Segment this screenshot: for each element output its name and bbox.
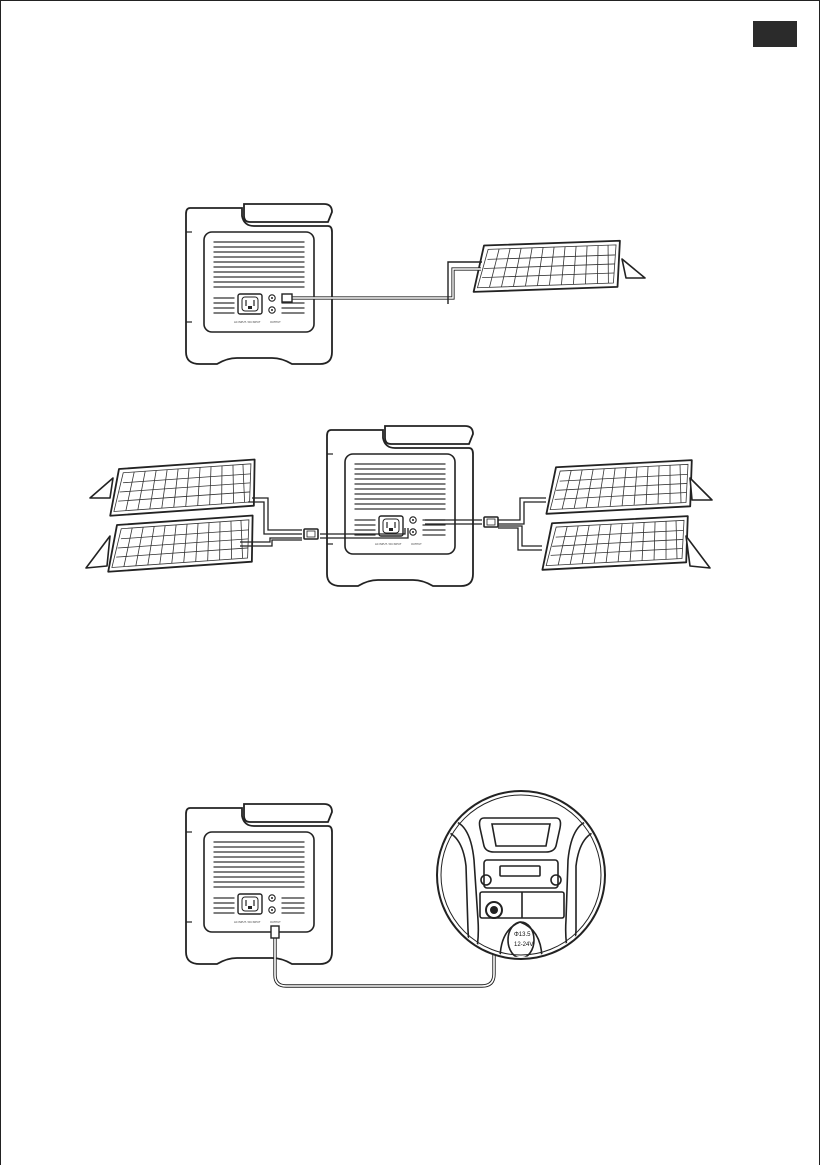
- panel-stand-icon: [86, 536, 110, 568]
- figure-dual-panels: [86, 426, 712, 586]
- plug-icon: [282, 294, 292, 302]
- plug-icon: [271, 926, 279, 938]
- panel-stand-icon: [622, 259, 645, 278]
- power-station-rear-icon: [186, 804, 332, 964]
- solar-panel-icon: [540, 516, 690, 570]
- figure-single-panel: [186, 204, 645, 364]
- parallel-connector-icon: [304, 529, 318, 539]
- solar-panel-icon: [105, 516, 256, 572]
- panel-stand-icon: [686, 536, 710, 568]
- power-station-rear-icon: [186, 204, 332, 364]
- car-socket-closeup-icon: Φ13.5 12-24V: [437, 791, 605, 975]
- solar-panel-icon: [472, 241, 622, 292]
- solar-panel-icon: [107, 460, 258, 516]
- power-station-rear-icon: [327, 426, 473, 586]
- panel-stand-icon: [690, 478, 712, 500]
- solar-panel-icon: [544, 460, 694, 514]
- figure-car-charging: Φ13.5 12-24V: [186, 791, 605, 986]
- panel-stand-icon: [90, 478, 113, 498]
- parallel-connector-icon: [484, 517, 498, 527]
- plate-line-2: 12-24V: [514, 942, 533, 948]
- plate-line-1: Φ13.5: [514, 932, 531, 938]
